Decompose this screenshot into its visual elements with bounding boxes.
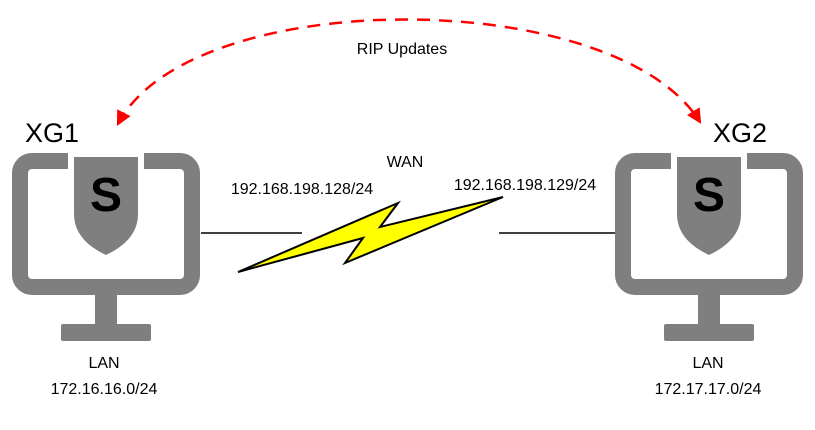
xg2-lan-subnet-label: 172.17.17.0/24 bbox=[655, 381, 762, 398]
xg1-lan-label: LAN bbox=[88, 355, 119, 372]
xg1-firewall-icon bbox=[20, 157, 192, 341]
xg1-label: XG1 bbox=[25, 118, 79, 148]
rip-updates-label: RIP Updates bbox=[357, 41, 447, 58]
xg1-wan-ip-label: 192.168.198.128/24 bbox=[231, 181, 373, 198]
rip-updates-arrow bbox=[116, 18, 702, 126]
xg2-firewall-icon bbox=[623, 157, 795, 341]
wan-label: WAN bbox=[387, 154, 424, 171]
xg2-wan-ip-label: 192.168.198.129/24 bbox=[454, 177, 596, 194]
xg1-lan-subnet-label: 172.16.16.0/24 bbox=[51, 381, 158, 398]
lightning-bolt-icon bbox=[237, 196, 504, 273]
xg2-lan-label: LAN bbox=[692, 355, 723, 372]
xg2-label: XG2 bbox=[713, 118, 767, 148]
